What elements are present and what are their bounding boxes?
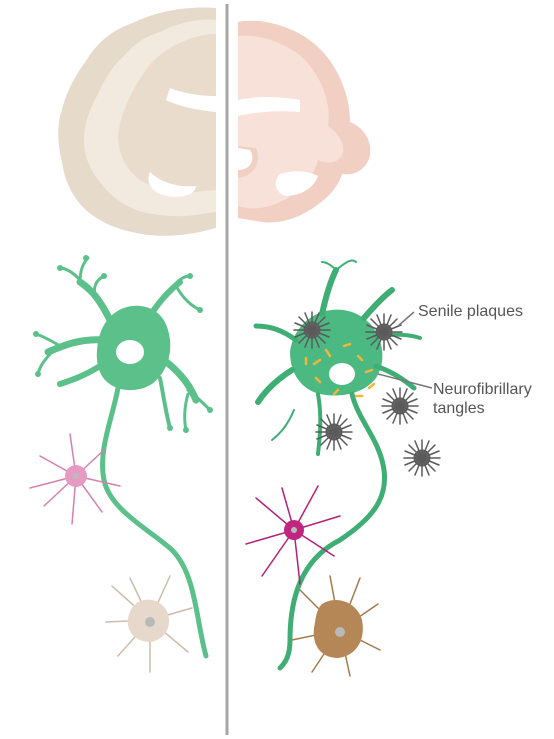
- senile-plaques-leader: [398, 312, 414, 326]
- tangles-leader: [378, 374, 432, 388]
- beige-neuron: [106, 576, 192, 672]
- tangles-label-line1: Neurofibrillary: [433, 380, 532, 399]
- magenta-neuron: [246, 486, 340, 584]
- senile-plaques-label: Senile plaques: [418, 302, 523, 321]
- alzheimer-brain-slice: [238, 21, 370, 223]
- healthy-brain-slice: [58, 8, 216, 236]
- brown-neuron: [292, 576, 380, 676]
- tangles-label-line2: tangles: [433, 399, 485, 418]
